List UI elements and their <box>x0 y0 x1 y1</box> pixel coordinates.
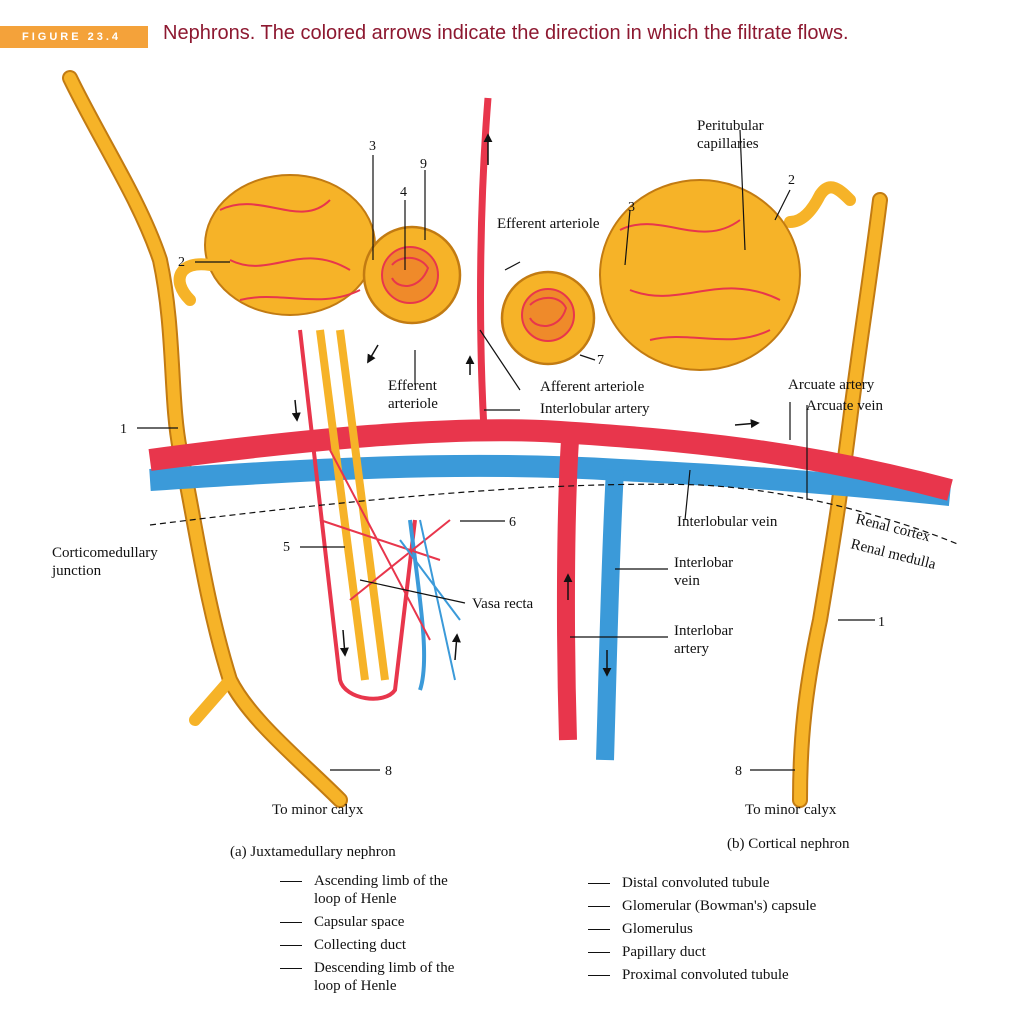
label-efferent-arteriole-left-2: arteriole <box>388 396 438 412</box>
key-right-item: Glomerulus <box>588 920 888 938</box>
callout-7: 7 <box>597 353 604 368</box>
key-right-item: Papillary duct <box>588 943 888 961</box>
figure-title: Nephrons. The colored arrows indicate th… <box>163 22 849 44</box>
glomerular-capsule-left <box>362 225 462 325</box>
label-arcuate-vein: Arcuate vein <box>806 398 884 414</box>
glomerular-capsule-right <box>500 270 596 366</box>
callout-3-left: 3 <box>369 139 376 154</box>
corticomedullary-line <box>149 483 961 546</box>
flow-arrows <box>291 133 760 677</box>
callout-2-right: 2 <box>788 173 795 188</box>
loop-of-henle-juxtamedullary <box>298 329 461 701</box>
key-right-item: Distal convoluted tubule <box>588 874 888 892</box>
label-interlobar-artery-2: artery <box>674 641 709 657</box>
callout-9: 9 <box>420 157 427 172</box>
caption-cortical: (b) Cortical nephron <box>727 836 850 852</box>
label-interlobar-vein-2: vein <box>674 573 700 589</box>
key-right-item: Proximal convoluted tubule <box>588 966 888 984</box>
label-to-minor-calyx-left: To minor calyx <box>272 802 364 818</box>
label-interlobar-vein-1: Interlobar <box>674 555 733 571</box>
label-corticomedullary-2: junction <box>51 563 102 579</box>
label-interlobular-artery: Interlobular artery <box>540 401 650 417</box>
callout-1-left: 1 <box>120 422 127 437</box>
label-interlobar-artery-1: Interlobar <box>674 623 733 639</box>
callout-3-right: 3 <box>628 200 635 215</box>
label-afferent-arteriole: Afferent arteriole <box>540 379 645 395</box>
key-right: Distal convoluted tubule Glomerular (Bow… <box>588 874 888 989</box>
label-interlobular-vein: Interlobular vein <box>677 514 778 530</box>
label-corticomedullary-1: Corticomedullary <box>52 545 158 561</box>
convoluted-tubules-right <box>599 179 801 371</box>
label-to-minor-calyx-right: To minor calyx <box>745 802 837 818</box>
callout-4: 4 <box>400 185 407 200</box>
interlobular-artery <box>477 97 492 431</box>
collecting-duct-right <box>784 181 888 808</box>
convoluted-tubules-left <box>173 174 376 316</box>
callout-2-left: 2 <box>178 255 185 270</box>
arcuate-vessels <box>148 419 953 506</box>
label-peritubular-2: capillaries <box>697 136 759 152</box>
leader-lines <box>137 129 875 771</box>
figure-tag: FIGURE 23.4 <box>0 26 148 48</box>
callout-6: 6 <box>509 515 516 530</box>
label-peritubular-1: Peritubular <box>697 118 764 134</box>
callout-8-right: 8 <box>735 764 742 779</box>
key-left-item: Collecting duct <box>280 936 520 954</box>
callout-8-left: 8 <box>385 764 392 779</box>
label-vasa-recta: Vasa recta <box>472 596 534 612</box>
callout-5: 5 <box>283 540 290 555</box>
label-efferent-arteriole-right: Efferent arteriole <box>497 216 600 232</box>
label-arcuate-artery: Arcuate artery <box>788 377 875 393</box>
interlobar-vessels <box>556 439 624 761</box>
label-efferent-arteriole-left-1: Efferent <box>388 378 438 394</box>
key-left-item: Capsular space <box>280 913 520 931</box>
caption-juxtamedullary: (a) Juxtamedullary nephron <box>230 844 396 860</box>
callout-1-right: 1 <box>878 615 885 630</box>
key-right-item: Glomerular (Bowman's) capsule <box>588 897 888 915</box>
